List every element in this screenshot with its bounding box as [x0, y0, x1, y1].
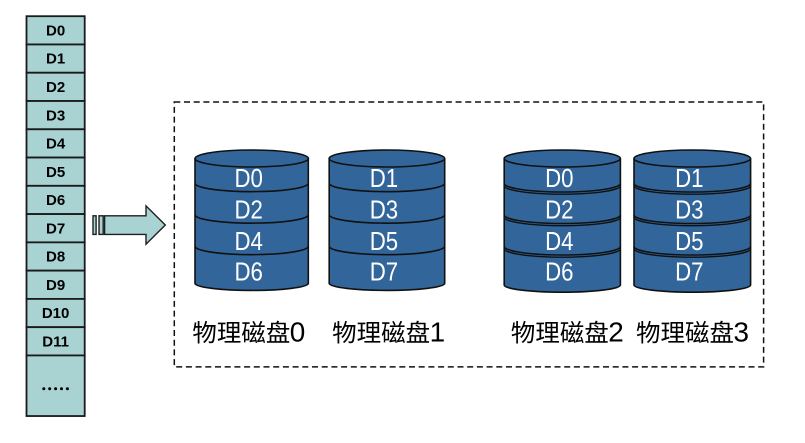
svg-text:D6: D6 — [545, 258, 573, 287]
svg-text:D1: D1 — [46, 51, 65, 68]
svg-text:1: 1 — [430, 317, 446, 348]
svg-text:0: 0 — [290, 317, 306, 348]
svg-text:D7: D7 — [46, 220, 65, 237]
svg-text:D10: D10 — [42, 305, 70, 322]
svg-text:D9: D9 — [46, 277, 65, 294]
svg-text:D1: D1 — [370, 164, 398, 193]
svg-text:D4: D4 — [545, 227, 573, 256]
svg-text:D2: D2 — [234, 196, 262, 225]
svg-text:D1: D1 — [675, 164, 703, 193]
svg-text:D7: D7 — [370, 258, 398, 287]
svg-text:2: 2 — [608, 317, 624, 348]
svg-text:D2: D2 — [545, 196, 573, 225]
svg-text:D7: D7 — [675, 258, 703, 287]
svg-text:D6: D6 — [46, 192, 65, 209]
svg-text:D6: D6 — [234, 258, 262, 287]
svg-text:D0: D0 — [545, 164, 573, 193]
svg-text:D5: D5 — [370, 227, 398, 256]
svg-text:3: 3 — [734, 317, 750, 348]
svg-text:D0: D0 — [234, 164, 262, 193]
svg-text:D8: D8 — [46, 249, 65, 266]
svg-text:D5: D5 — [46, 164, 65, 181]
svg-text:D4: D4 — [234, 227, 262, 256]
svg-text:D4: D4 — [46, 136, 66, 153]
svg-text:D2: D2 — [46, 79, 65, 96]
svg-text:D0: D0 — [46, 22, 65, 39]
svg-text:D3: D3 — [370, 196, 398, 225]
svg-text:D3: D3 — [46, 107, 65, 124]
svg-text:D11: D11 — [42, 333, 69, 350]
svg-text:D5: D5 — [675, 227, 703, 256]
svg-text:D3: D3 — [675, 196, 703, 225]
